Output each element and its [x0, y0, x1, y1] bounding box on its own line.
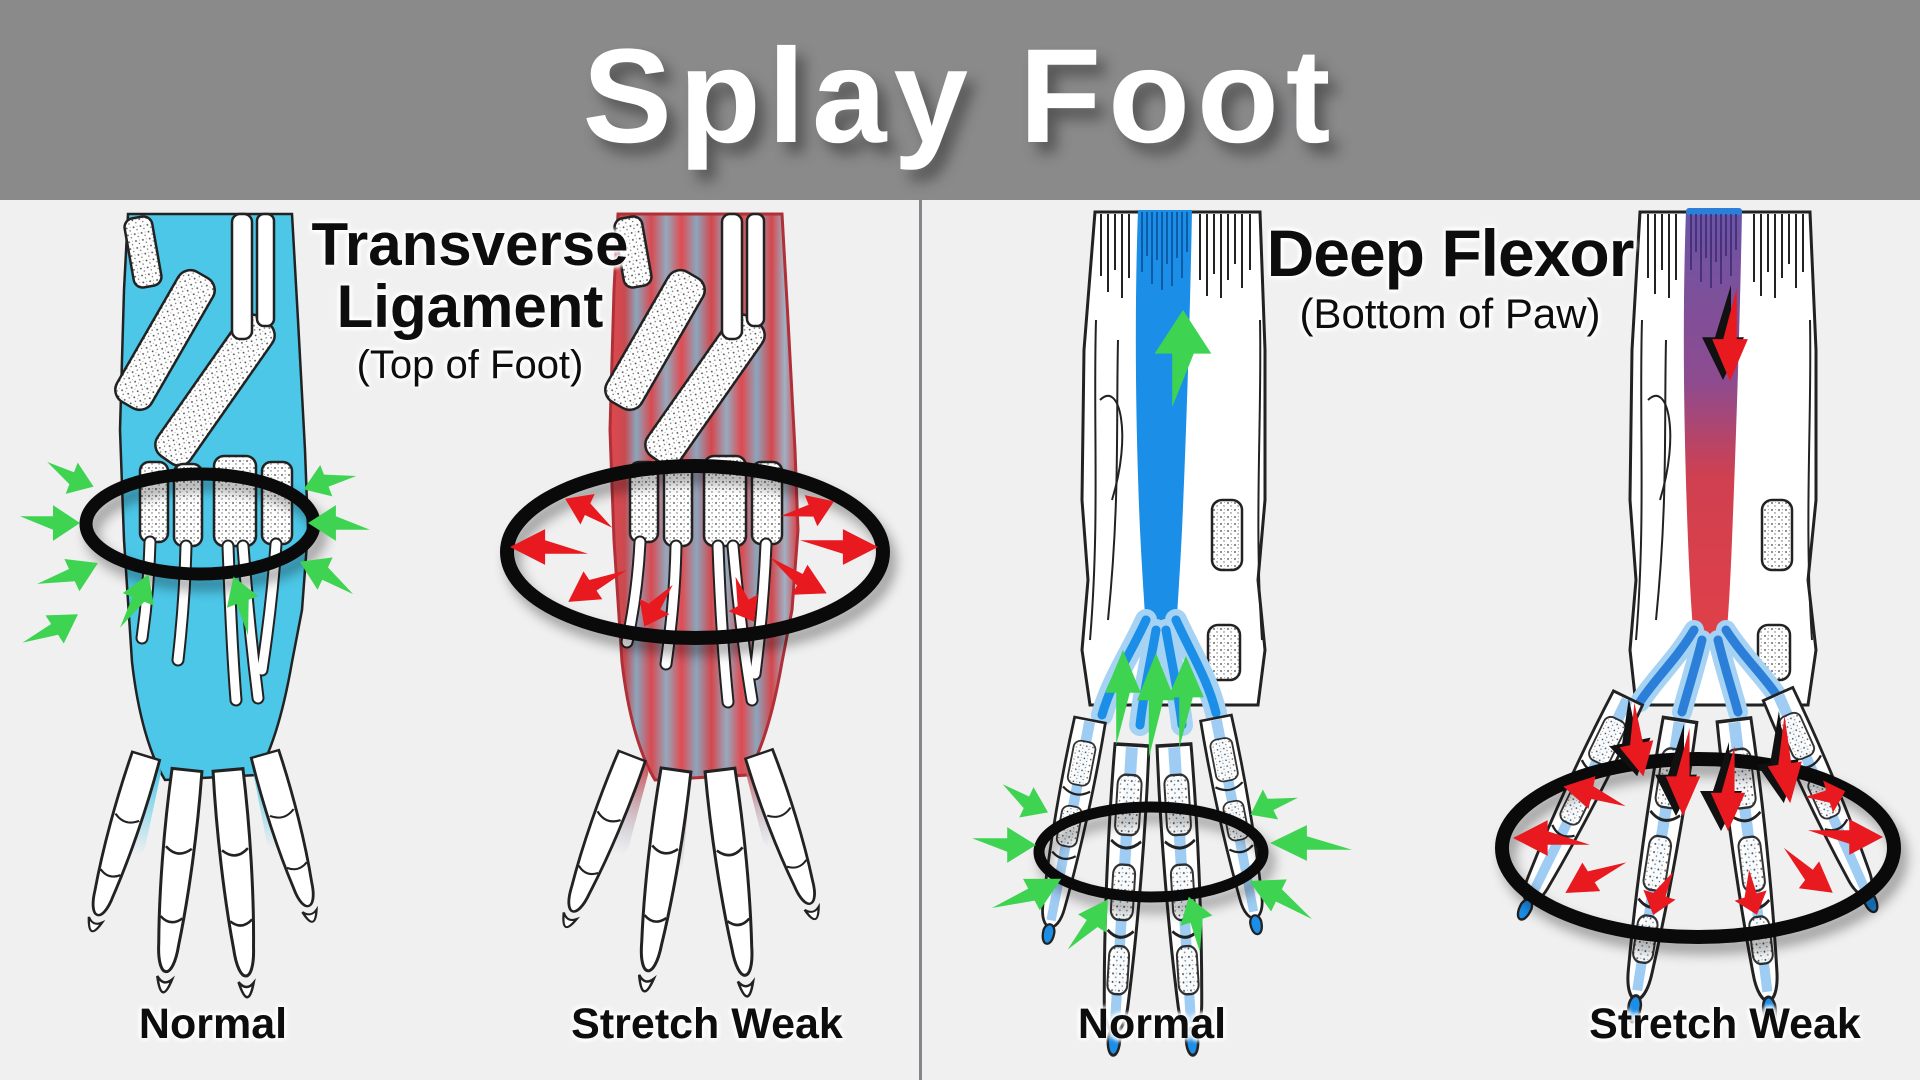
label-normal-right: Normal [1077, 1000, 1227, 1048]
left-heading-line2: Ligament [336, 273, 604, 341]
deep-flexor-tendon [1135, 210, 1192, 630]
muscle-striations [1635, 214, 1813, 641]
tendon-branches [1630, 620, 1790, 722]
ellipse-marker [1495, 752, 1901, 944]
carpal-bones [1206, 498, 1244, 682]
toes [562, 747, 820, 998]
right-subheading: (Bottom of Paw) [1299, 290, 1601, 337]
metacarpal-blocks [628, 454, 784, 548]
label-normal-left: Normal [138, 1000, 288, 1048]
section-divider-line [919, 200, 922, 1080]
upper-leg-bones [604, 212, 766, 467]
right-heading: Deep Flexor [1266, 216, 1635, 290]
toes [1516, 685, 1879, 1025]
left-subheading: (Top of Foot) [356, 342, 584, 387]
toes [87, 748, 318, 999]
title-banner: Splay Foot [0, 0, 1920, 200]
label-stretch-weak-right: Stretch Weak [1589, 1000, 1861, 1048]
muscle-striations [1089, 214, 1263, 641]
left-section-heading: Transverse Ligament (Top of Foot) [230, 211, 710, 388]
ellipse-marker [500, 459, 890, 645]
figure-transverse-stretch-weak [500, 212, 890, 998]
ellipse-marker [1033, 801, 1269, 903]
figure-deep-flexor-stretch-weak [1495, 208, 1901, 1025]
figure-deep-flexor-normal [972, 210, 1352, 1057]
right-section-heading: Deep Flexor (Bottom of Paw) [1200, 220, 1700, 338]
label-stretch-weak-left: Stretch Weak [571, 1000, 843, 1048]
upper-leg-bones [114, 212, 276, 467]
page-title: Splay Foot [582, 22, 1338, 171]
figure-transverse-normal [16, 212, 370, 999]
left-heading-line1: Transverse [311, 211, 629, 278]
